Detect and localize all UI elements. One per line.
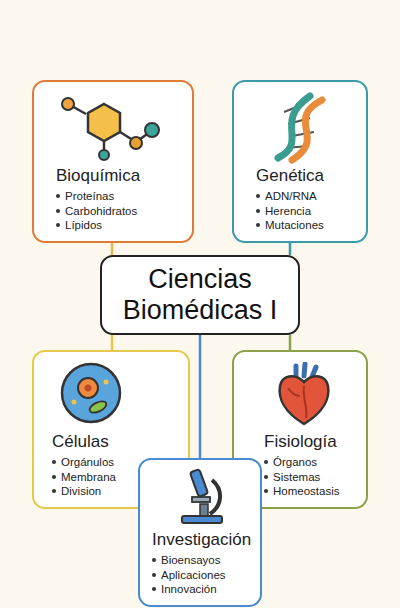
bullet-row: Lípidos (56, 218, 186, 233)
connector-line (111, 335, 114, 350)
central-title: Ciencias Biomédicas I (108, 264, 292, 326)
bullet-text: Sistemas (273, 470, 320, 485)
bullet-text: Proteínas (65, 189, 114, 204)
bullet-row: Homeostasis (264, 484, 360, 499)
topic-heading: Bioquímica (56, 166, 186, 186)
bullet-row: ADN/RNA (256, 189, 360, 204)
bullet-row: Herencia (256, 204, 360, 219)
bullet-text: Herencia (265, 204, 311, 219)
bullet-text: Aplicaciones (161, 568, 226, 583)
bullet-text: Órganos (273, 455, 317, 470)
cell-icon (58, 360, 124, 426)
bullet-text: Homeostasis (273, 484, 339, 499)
topic-heading: Células (52, 432, 182, 452)
bullet-text: Innovación (161, 582, 217, 597)
bullet-dot (264, 475, 268, 479)
bullet-row: Sistemas (264, 470, 360, 485)
bullet-row: Órganos (264, 455, 360, 470)
bullet-dot (52, 475, 56, 479)
bullet-row: Proteínas (56, 189, 186, 204)
bullet-text: Carbohidratos (65, 204, 137, 219)
topic-box: InvestigaciónBioensayosAplicacionesInnov… (138, 458, 262, 607)
heart-icon (274, 362, 334, 428)
topic-heading: Investigación (152, 530, 254, 550)
connector-line (111, 243, 114, 256)
bullet-dot (52, 489, 56, 493)
bullet-row: Innovación (152, 582, 254, 597)
bullet-dot (152, 573, 156, 577)
bullet-text: Division (61, 484, 101, 499)
bullet-dot (264, 489, 268, 493)
bullet-text: Bioensayos (161, 553, 220, 568)
bullet-row: Carbohidratos (56, 204, 186, 219)
bullet-dot (56, 209, 60, 213)
bullet-dot (152, 558, 156, 562)
bullet-text: Lípidos (65, 218, 102, 233)
bullet-dot (56, 223, 60, 227)
dna-icon (270, 92, 330, 164)
topic-heading: Fisiología (264, 432, 360, 452)
connector-line (289, 335, 292, 350)
bullet-text: ADN/RNA (265, 189, 317, 204)
bullet-dot (256, 223, 260, 227)
topic-box: GenéticaADN/RNAHerenciaMutaciones (232, 80, 368, 243)
topic-heading: Genética (256, 166, 360, 186)
microscope-icon (172, 466, 232, 528)
bullet-text: Orgánulos (61, 455, 114, 470)
molecule-icon (56, 92, 166, 162)
connector-line (199, 335, 202, 458)
central-box: Ciencias Biomédicas I (100, 255, 300, 335)
bullet-text: Mutaciones (265, 218, 324, 233)
bullet-dot (256, 194, 260, 198)
bullet-row: Bioensayos (152, 553, 254, 568)
bullet-row: Aplicaciones (152, 568, 254, 583)
bullet-dot (264, 460, 268, 464)
bullet-dot (52, 460, 56, 464)
bullet-row: Mutaciones (256, 218, 360, 233)
connector-line (289, 243, 292, 256)
bullet-dot (256, 209, 260, 213)
bullet-dot (56, 194, 60, 198)
topic-box: BioquímicaProteínasCarbohidratosLípidos (32, 80, 194, 243)
bullet-dot (152, 587, 156, 591)
bullet-text: Membrana (61, 470, 116, 485)
